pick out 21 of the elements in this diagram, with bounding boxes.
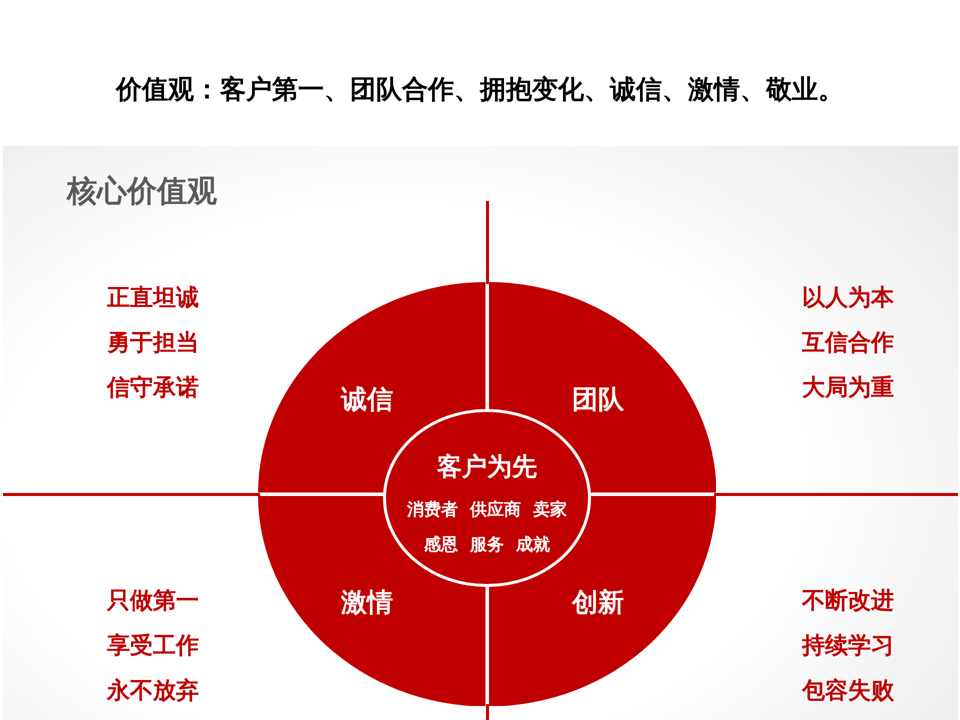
section-heading: 核心价值观	[67, 173, 217, 211]
page-title: 价值观：客户第一、团队合作、拥抱变化、诚信、激情、敬业。	[116, 74, 844, 106]
value-item: 信守承诺	[107, 374, 199, 402]
value-item: 不断改进	[802, 587, 894, 615]
center-title: 客户为先	[437, 452, 537, 482]
value-item: 正直坦诚	[107, 284, 199, 312]
value-item: 永不放弃	[107, 677, 199, 705]
value-item: 以人为本	[802, 284, 894, 312]
value-item: 包容失败	[802, 677, 894, 705]
sector-label: 创新	[572, 587, 624, 619]
sector-label: 团队	[572, 384, 624, 416]
sector-label: 诚信	[341, 384, 393, 416]
value-item: 持续学习	[802, 632, 894, 660]
sector-label: 激情	[341, 587, 393, 619]
value-item: 享受工作	[107, 632, 199, 660]
value-item: 勇于担当	[107, 329, 199, 357]
value-item: 大局为重	[802, 374, 894, 402]
keyword-line: 消费者 供应商 卖家	[407, 499, 567, 521]
keyword-line: 感恩 服务 成就	[424, 534, 550, 556]
value-item: 互信合作	[802, 329, 894, 357]
value-item: 只做第一	[107, 587, 199, 615]
